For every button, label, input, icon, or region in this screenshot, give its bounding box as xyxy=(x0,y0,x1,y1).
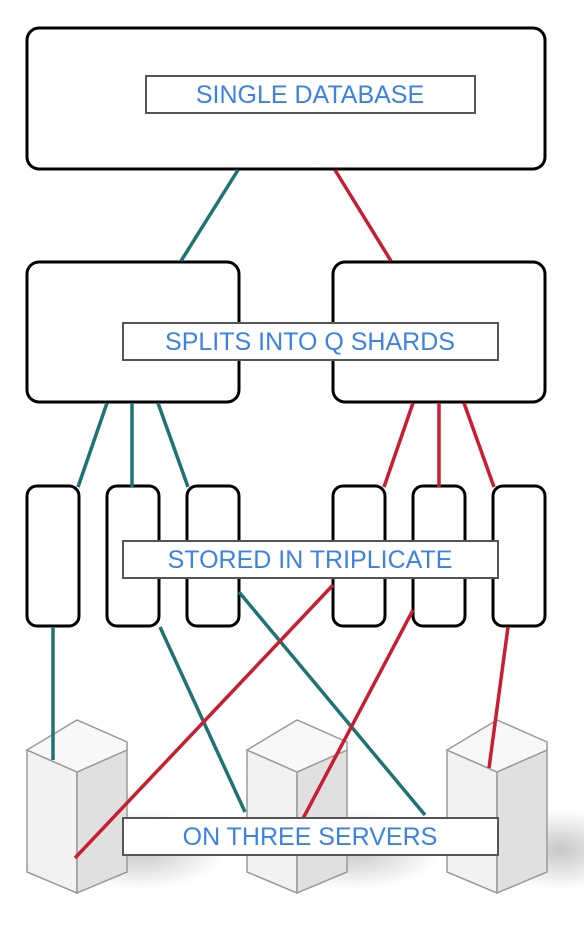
replica-node-6 xyxy=(491,484,547,628)
server-icon-1 xyxy=(25,719,128,895)
connector-shard-to-replica-1 xyxy=(76,402,109,488)
label-splits: SPLITS INTO Q SHARDS xyxy=(122,322,499,361)
connector-replica5-to-server2 xyxy=(296,609,415,829)
replica-node-1 xyxy=(25,484,81,628)
connector-db-to-shard-left xyxy=(179,169,240,262)
label-single-database-text: SINGLE DATABASE xyxy=(196,81,424,109)
connector-replica3-to-server3 xyxy=(237,590,427,817)
label-servers: ON THREE SERVERS xyxy=(122,817,499,856)
connector-replica2-to-server2 xyxy=(158,626,247,813)
label-stored: STORED IN TRIPLICATE xyxy=(122,540,499,579)
connector-replica4-to-server1 xyxy=(73,583,335,860)
server-icon-3 xyxy=(445,719,548,895)
connector-replica6-to-server3 xyxy=(487,626,510,769)
connector-db-to-shard-right xyxy=(333,169,393,262)
connector-shard-to-replica-6 xyxy=(462,402,496,488)
label-servers-text: ON THREE SERVERS xyxy=(183,823,438,851)
connector-shard-to-replica-4 xyxy=(382,402,415,488)
server-icon-2 xyxy=(245,719,348,895)
label-single-database: SINGLE DATABASE xyxy=(145,75,476,114)
label-splits-text: SPLITS INTO Q SHARDS xyxy=(165,328,455,356)
label-stored-text: STORED IN TRIPLICATE xyxy=(168,546,453,574)
connector-shard-to-replica-3 xyxy=(156,402,190,488)
